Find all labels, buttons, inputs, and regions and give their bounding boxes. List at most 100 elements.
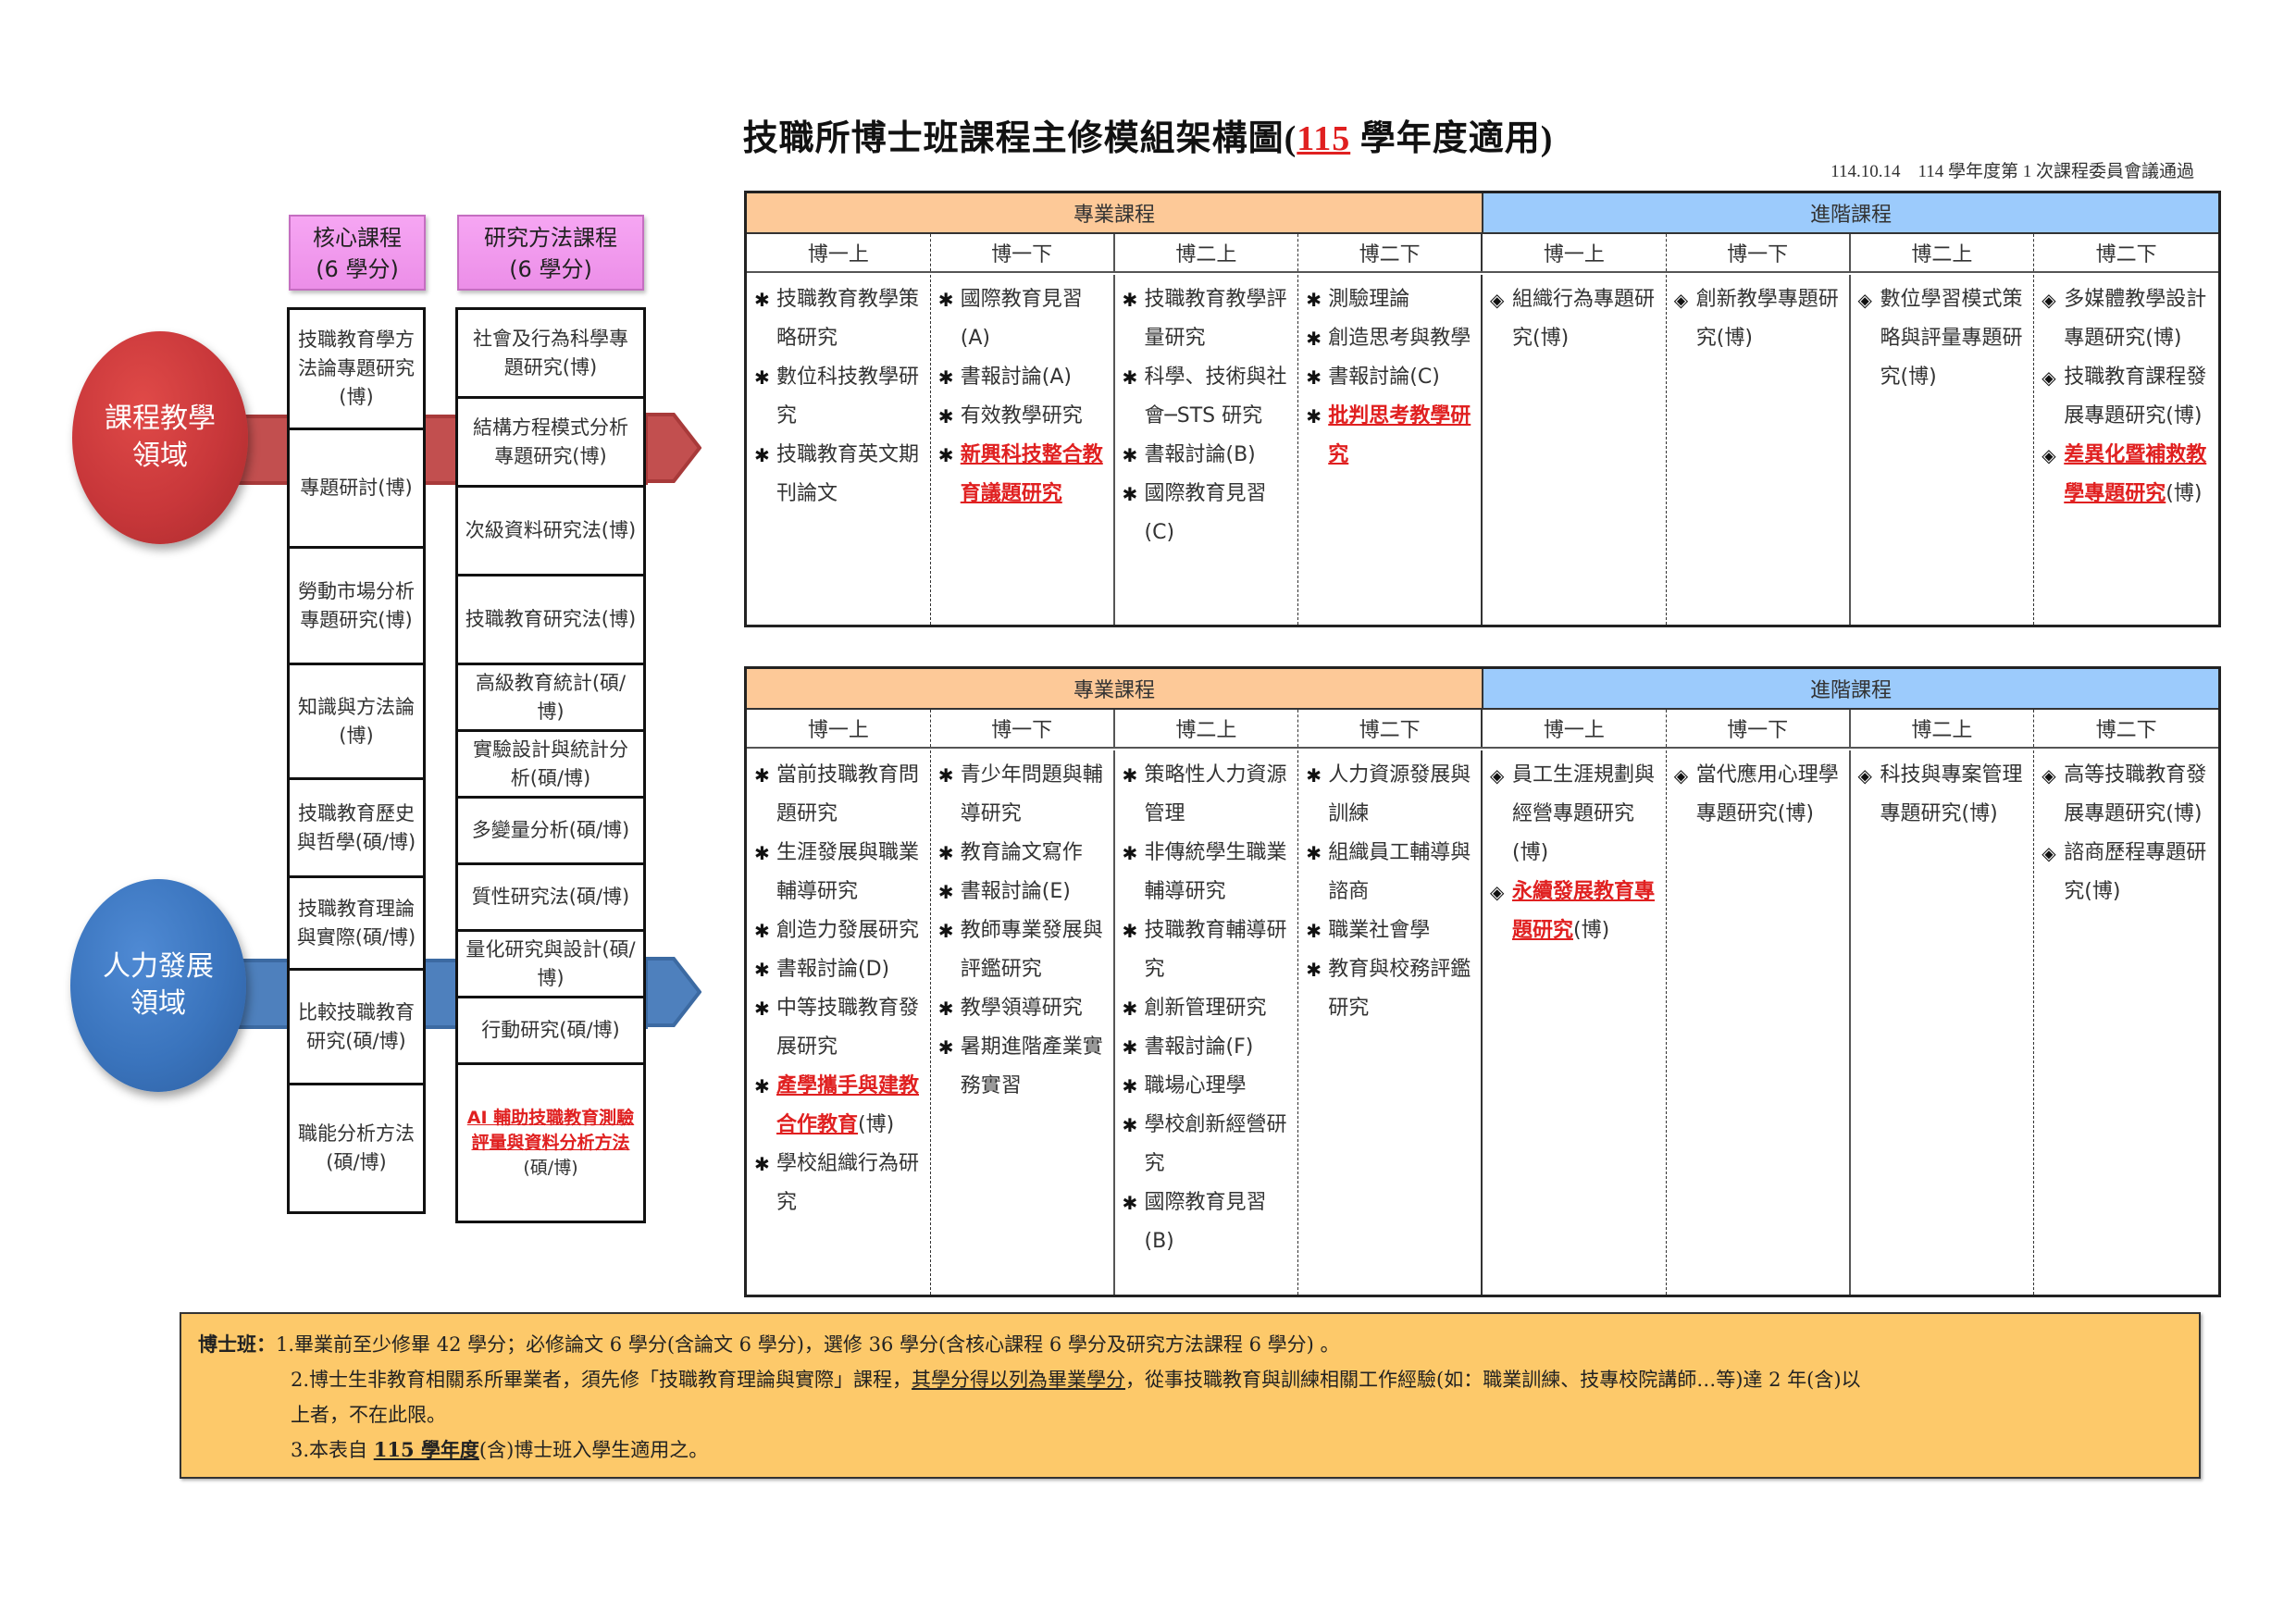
course-name: 多媒體教學設計專題研究(博) [2064, 288, 2207, 350]
page-title: 技職所博士班課程主修模組架構圖(115 學年度適用) [0, 109, 2296, 160]
course-name: 書報討論(F) [1144, 1035, 1254, 1059]
curriculum-arrow-icon [646, 411, 701, 485]
core-course-item: 技職教育歷史與哲學(碩/博) [290, 780, 423, 878]
domain-label: 領域 [132, 440, 188, 472]
domain-label: 領域 [130, 987, 186, 1020]
course-name: 創造力發展研究 [776, 919, 920, 942]
asterisk-icon: ✱ [937, 920, 954, 942]
course-name: 永續發展教育專題研究(博) [1512, 880, 1656, 942]
course-item: ✱ 書報討論(F) [1123, 1028, 1297, 1067]
asterisk-icon: ✱ [937, 842, 954, 864]
core-course-item: 專題研討(博) [290, 430, 423, 549]
course-item: ✱職場心理學 [1123, 1067, 1297, 1106]
course-item: ✱書報討論(A) [938, 358, 1111, 397]
diamond-icon: ◈ [1490, 289, 1505, 311]
core-courses-credits: (6 學分) [316, 256, 399, 282]
asterisk-icon: ✱ [754, 1153, 770, 1175]
semester-header: 博二下 [2095, 243, 2157, 267]
note-line-3-end: (含)博士班入學生適用之。 [478, 1439, 709, 1461]
asterisk-icon: ✱ [937, 881, 954, 903]
course-name: 教育論文寫作 [960, 841, 1083, 864]
course-name: 書報討論(C) [1328, 366, 1440, 389]
semester-header: 博一下 [931, 710, 1115, 747]
hr-course-columns: ✱當前技職教育問題研究✱生涯發展與職業輔導研究✱創造力發展研究✱書報討論(D)✱… [747, 750, 2218, 1295]
course-item: ✱數位科技教學研究 [754, 358, 928, 436]
method-courses-title: 研究方法課程 [484, 225, 617, 251]
note-line-2-end: 上者，不在此限。 [291, 1404, 446, 1426]
course-item: ✱教學領導研究 [938, 989, 1111, 1028]
note-line-2-cont: ，從事技職教育與訓練相關工作經驗(如：職業訓練、技專校院講師…等)達 2 年(含… [1125, 1369, 1861, 1391]
method-courses-credits: (6 學分) [509, 256, 592, 282]
semester-column: ✱國際教育見習(A)✱書報討論(A)✱有效教學研究✱新興科技整合教育議題研究 [931, 275, 1115, 625]
course-name: 中等技職教育發展研究 [776, 997, 920, 1059]
course-name: 技職教育教學策略研究 [776, 288, 920, 350]
method-course-item: 高級教育統計(碩/博) [458, 665, 643, 732]
diamond-icon: ◈ [2042, 842, 2056, 864]
course-item: ✱職業社會學 [1306, 911, 1479, 950]
diamond-icon: ◈ [1490, 764, 1505, 787]
course-name: 策略性人力資源管理 [1144, 763, 1287, 825]
course-item: ✱書報討論(B) [1123, 436, 1297, 475]
course-item: ✱學校創新經營研究 [1123, 1106, 1297, 1184]
course-name: 技職教育輔導研究 [1144, 919, 1287, 981]
professional-courses-header: 專業課程 [747, 669, 1483, 708]
course-name: 學校組織行為研究 [776, 1152, 920, 1214]
semester-header: 博一下 [1667, 234, 1851, 271]
semester-header: 博二上 [1851, 234, 2035, 271]
asterisk-icon: ✱ [754, 366, 770, 389]
semester-column: ✱測驗理論✱創造思考與教學✱書報討論(C)✱批判思考教學研究 [1298, 275, 1483, 625]
asterisk-icon: ✱ [937, 998, 954, 1020]
course-item: ◈諮商歷程專題研究(博) [2042, 834, 2216, 911]
asterisk-icon: ✱ [1306, 764, 1322, 787]
asterisk-icon: ✱ [754, 959, 770, 981]
requirements-notes: 博士班：1.畢業前至少修畢 42 學分；必修論文 6 學分(含論文 6 學分)，… [180, 1312, 2201, 1479]
course-item: ◈永續發展教育專題研究(博) [1490, 873, 1664, 950]
method-course-item-new: AI 輔助技職教育測驗評量與資料分析方法(碩/博) [458, 1065, 643, 1221]
professional-courses-header: 專業課程 [747, 193, 1483, 232]
notes-label: 博士班： [198, 1333, 276, 1356]
diamond-icon: ◈ [1673, 289, 1689, 311]
diamond-icon: ◈ [2042, 289, 2056, 311]
course-item: ✱創新管理研究 [1123, 989, 1297, 1028]
semester-header: 博一下 [931, 234, 1115, 271]
asterisk-icon: ✱ [754, 1075, 770, 1097]
asterisk-icon: ✱ [937, 366, 954, 389]
course-item: ◈科技與專案管理專題研究(博) [1858, 756, 2032, 834]
course-name: 有效教學研究 [960, 404, 1083, 428]
method-course-item: 實驗設計與統計分析(碩/博) [458, 732, 643, 799]
new-course-text: 新興科技整合教育議題研究 [960, 443, 1103, 505]
course-name: 組織行為專題研究(博) [1512, 288, 1656, 350]
asterisk-icon: ✱ [1122, 1036, 1138, 1059]
course-item: ✱ 學校組織行為研究 [754, 1145, 928, 1222]
course-name: 技職教育課程發展專題研究(博) [2064, 366, 2207, 428]
course-name: 職場心理學 [1144, 1074, 1247, 1097]
course-item: ◈當代應用心理學專題研究(博) [1674, 756, 1847, 834]
course-item: ✱科學、技術與社會─STS 研究 [1123, 358, 1297, 436]
asterisk-icon: ✱ [754, 444, 770, 466]
curriculum-domain-circle: 課程教學領域 [72, 331, 248, 544]
asterisk-icon: ✱ [1122, 483, 1138, 505]
course-item: ✱ 教育論文寫作 [938, 834, 1111, 873]
semester-header: 博一下 [1667, 710, 1851, 747]
semester-header: 博二下 [2095, 719, 2157, 742]
core-courses-title: 核心課程 [313, 225, 402, 251]
core-course-item: 比較技職教育研究(碩/博) [290, 971, 423, 1085]
new-course-text: 差異化暨補救教學專題研究 [2064, 443, 2207, 505]
diamond-icon: ◈ [2042, 366, 2056, 389]
new-course-text: 產學攜手與建教合作教育 [776, 1074, 920, 1136]
core-courses-header: 核心課程 (6 學分) [289, 215, 426, 291]
curriculum-course-columns: ✱技職教育教學策略研究✱數位科技教學研究✱技職教育英文期刊論文✱國際教育見習(A… [747, 275, 2218, 625]
asterisk-icon: ✱ [754, 920, 770, 942]
domain-label: 課程教學 [105, 403, 216, 435]
asterisk-icon: ✱ [754, 289, 770, 311]
note-line-2-underlined: 其學分得以列為畢業學分 [912, 1369, 1126, 1391]
asterisk-icon: ✱ [1306, 289, 1322, 311]
semester-column: ✱技職教育教學策略研究✱數位科技教學研究✱技職教育英文期刊論文 [747, 275, 931, 625]
method-course-item: 技職教育研究法(博) [458, 576, 643, 665]
course-name: 批判思考教學研究 [1328, 397, 1479, 475]
course-item: ✱中等技職教育發展研究 [754, 989, 928, 1067]
semester-column: ◈員工生涯規劃與經營專題研究(博)◈永續發展教育專題研究(博) [1483, 750, 1667, 1295]
semester-column: ✱當前技職教育問題研究✱生涯發展與職業輔導研究✱創造力發展研究✱書報討論(D)✱… [747, 750, 931, 1295]
course-item: ◈ 技職教育課程發展專題研究(博) [2042, 358, 2216, 436]
core-courses-list: 技職教育學方法論專題研究(博) 專題研討(博) 勞動市場分析專題研究(博) 知識… [287, 307, 426, 1214]
